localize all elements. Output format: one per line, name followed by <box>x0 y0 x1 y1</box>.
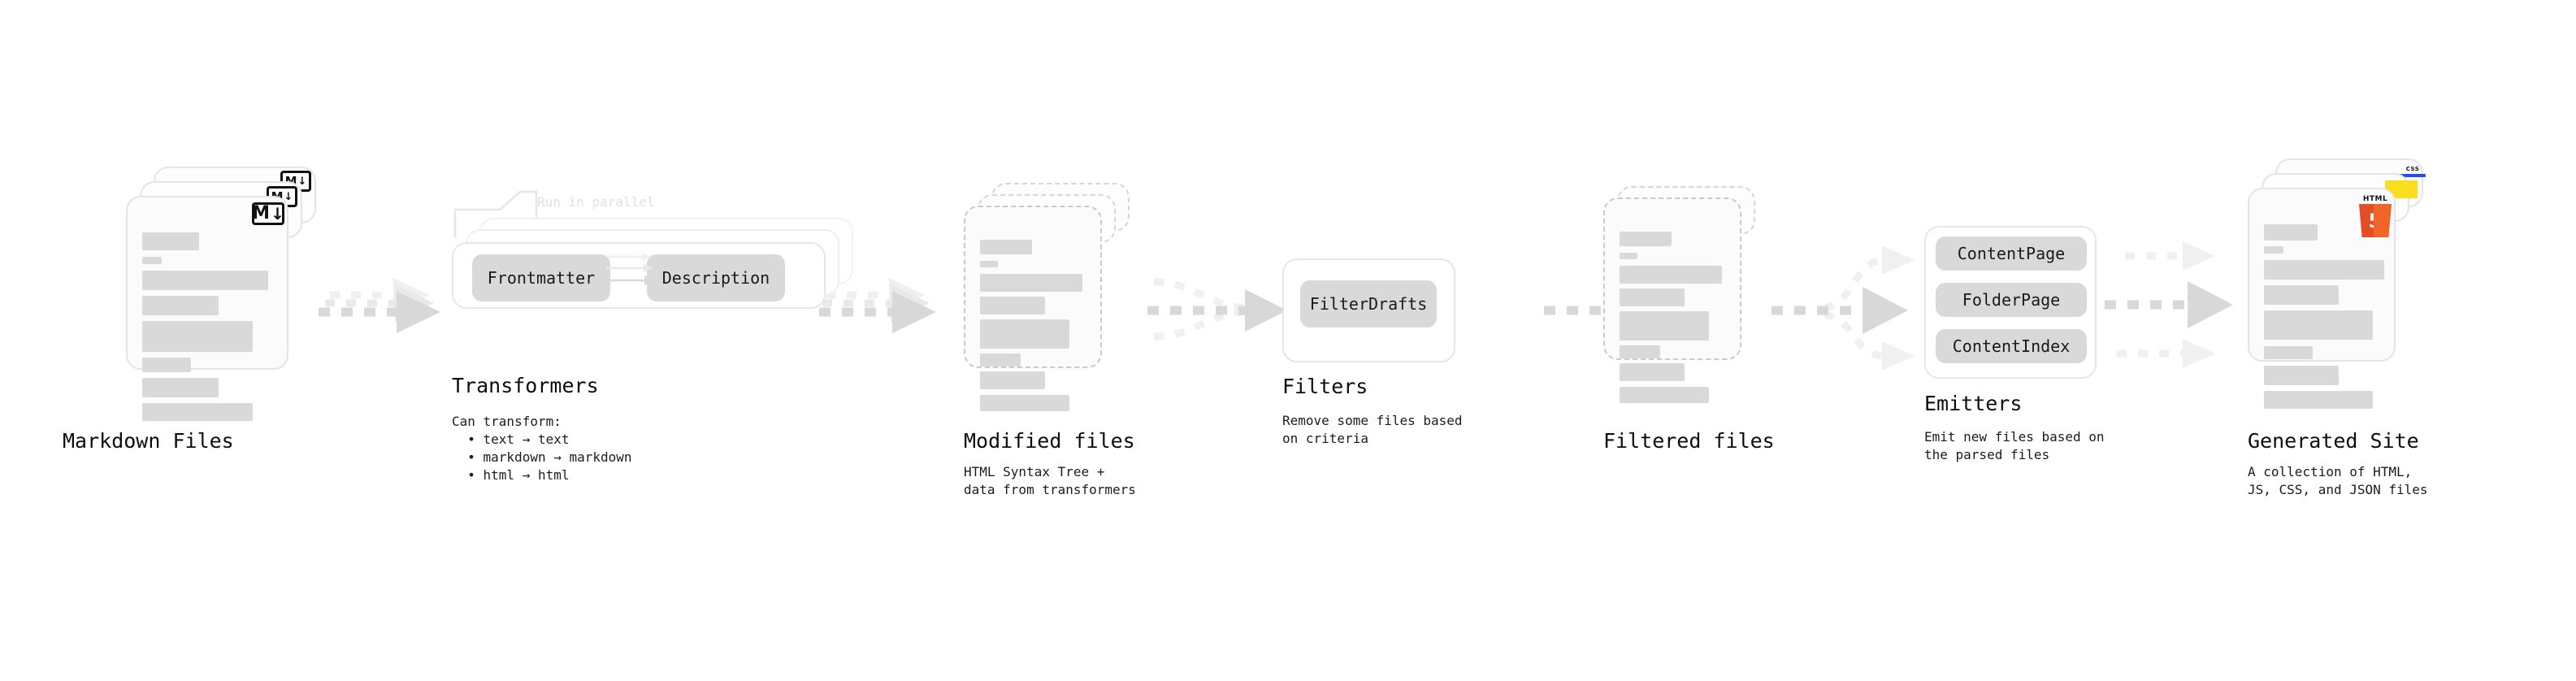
skeleton-line <box>1620 345 1660 358</box>
css3-icon: CSS <box>2399 166 2426 177</box>
html5-icon: HTML <box>2357 195 2394 237</box>
transformer-internal-arrows <box>606 253 656 285</box>
skeleton-line <box>2264 260 2384 280</box>
markdown-icon-arrow: ↓ <box>284 190 293 203</box>
html5-icon-label: HTML <box>2362 195 2388 203</box>
skeleton-line <box>2264 366 2339 385</box>
chip-description[interactable]: Description <box>647 254 785 301</box>
arrow-emitters-to-site <box>2105 241 2233 368</box>
chip-frontmatter[interactable]: Frontmatter <box>472 254 610 301</box>
stage-sub-modified-files: HTML Syntax Tree + data from transformer… <box>964 464 1136 497</box>
markdown-icon-letter: M <box>252 203 270 223</box>
skeleton-line <box>1620 253 1637 259</box>
skeleton-line <box>1620 387 1709 403</box>
arrow-markdown-to-transformers <box>319 278 440 333</box>
css3-icon-bar <box>2400 174 2426 177</box>
run-in-parallel-note: Run in parallel <box>537 194 655 210</box>
skeleton-line <box>980 297 1045 314</box>
markdown-icon-arrow: ↓ <box>271 204 284 223</box>
html5-icon-shield-highlight <box>2374 204 2392 237</box>
skeleton-line <box>2264 246 2283 254</box>
stage-title-transformers: Transformers <box>452 374 599 397</box>
skeleton-line <box>2264 285 2339 305</box>
skeleton-line <box>980 354 1021 367</box>
skeleton-line <box>980 274 1082 292</box>
skeleton-line <box>980 395 1069 411</box>
skeleton-line <box>1620 311 1709 340</box>
skeleton-line <box>1620 232 1672 246</box>
arrow-filtered-to-emitters <box>1772 245 1915 371</box>
skeleton-line <box>2264 391 2373 409</box>
skeleton-line <box>142 257 162 264</box>
skeleton-line <box>2264 346 2313 359</box>
stage-title-filtered-files: Filtered files <box>1603 429 1775 453</box>
stage-title-emitters: Emitters <box>1924 392 2023 415</box>
chip-filterdrafts[interactable]: FilterDrafts <box>1300 280 1437 327</box>
markdown-icon: M ↓ <box>252 202 284 225</box>
markdown-icon-arrow: ↓ <box>297 175 307 188</box>
chip-contentindex[interactable]: ContentIndex <box>1936 329 2087 363</box>
skeleton-line <box>1620 363 1685 381</box>
skeleton-line <box>142 358 191 372</box>
skeleton-line <box>142 296 219 315</box>
stage-title-filters: Filters <box>1282 375 1368 398</box>
skeleton-line <box>142 403 253 421</box>
chip-contentpage[interactable]: ContentPage <box>1936 236 2087 271</box>
skeleton-line <box>1620 266 1722 284</box>
arrow-modified-to-filters <box>1147 278 1287 340</box>
skeleton-line <box>142 232 199 250</box>
skeleton-line <box>980 261 998 267</box>
stage-sub-filters: Remove some files based on criteria <box>1282 413 1463 446</box>
css3-icon-label: CSS <box>2405 166 2420 172</box>
chip-folderpage[interactable]: FolderPage <box>1936 283 2087 317</box>
stage-sub-transformers: Can transform: • text → text • markdown … <box>452 414 632 483</box>
stage-sub-emitters: Emit new files based on the parsed files <box>1924 429 2105 462</box>
skeleton-line <box>142 321 253 352</box>
skeleton-line <box>142 271 268 290</box>
skeleton-line <box>2264 310 2373 340</box>
skeleton-line <box>980 319 1069 349</box>
skeleton-line <box>142 378 219 397</box>
stage-title-generated-site: Generated Site <box>2248 429 2419 453</box>
stage-sub-generated-site: A collection of HTML, JS, CSS, and JSON … <box>2248 464 2428 497</box>
skeleton-line <box>980 371 1045 389</box>
modified-card-front[interactable] <box>964 206 1102 411</box>
stage-title-markdown-files: Markdown Files <box>63 429 234 453</box>
filtered-card-front[interactable] <box>1603 197 1741 403</box>
skeleton-line <box>1620 288 1685 306</box>
stage-title-modified-files: Modified files <box>964 429 1135 453</box>
skeleton-line <box>980 240 1032 254</box>
skeleton-line <box>2264 224 2318 241</box>
markdown-card-front[interactable] <box>126 196 288 421</box>
